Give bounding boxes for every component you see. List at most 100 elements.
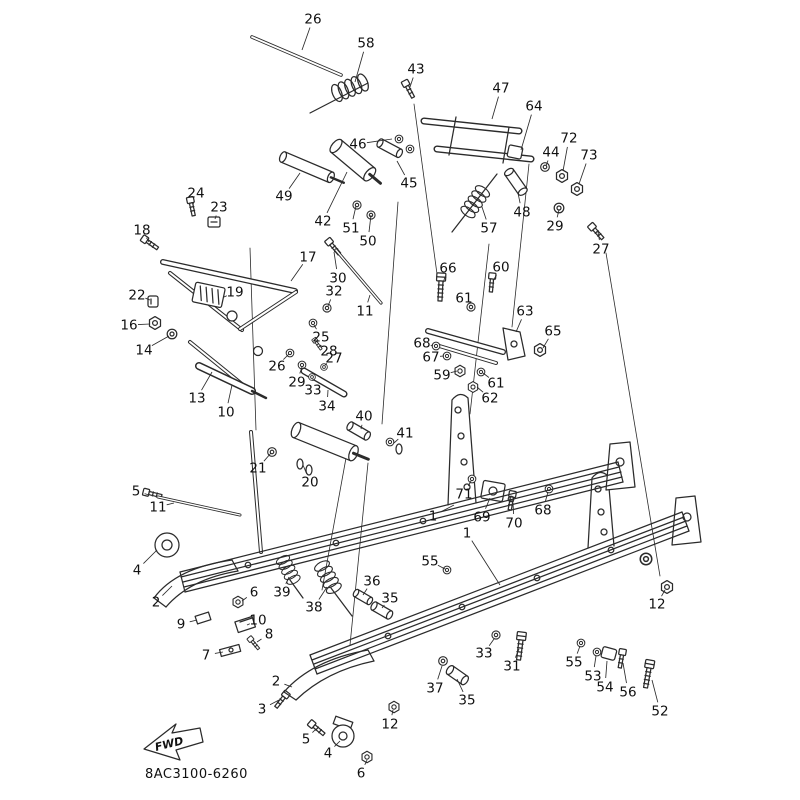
part-number-label: 3 bbox=[258, 702, 267, 718]
callout-leader-line bbox=[201, 371, 213, 391]
callout-leader-line bbox=[437, 665, 443, 680]
part-number-label: 37 bbox=[426, 681, 443, 697]
callout-leader-line bbox=[456, 678, 464, 693]
part-number-label: 20 bbox=[301, 475, 318, 491]
part-number-label: 71 bbox=[455, 487, 472, 503]
part-number-label: 19 bbox=[226, 285, 243, 301]
bolt-60 bbox=[486, 272, 497, 293]
callout-leader-line bbox=[381, 604, 385, 609]
part-number-label: 39 bbox=[273, 585, 290, 601]
bolt-43 bbox=[400, 78, 417, 100]
part-number-label: 64 bbox=[525, 99, 542, 115]
callout-leader-line bbox=[319, 344, 322, 347]
nut-6 bbox=[232, 595, 244, 609]
callout-leader-line bbox=[192, 201, 195, 206]
callout-leader-line bbox=[651, 679, 659, 703]
part-number-label: 67 bbox=[422, 350, 439, 366]
shock-absorber-42 bbox=[329, 138, 382, 185]
washer-55b bbox=[576, 638, 586, 648]
callout-leader-line bbox=[301, 27, 311, 51]
stopper-band-rod-26 bbox=[250, 35, 343, 77]
nut-12b bbox=[388, 700, 400, 714]
part-number-label: 34 bbox=[318, 399, 335, 415]
part-number-label: 57 bbox=[480, 221, 497, 237]
callout-leader-line bbox=[492, 274, 497, 282]
part-number-label: 55 bbox=[565, 655, 582, 671]
part-number-label: 11 bbox=[356, 304, 373, 320]
callout-leader-line bbox=[515, 648, 520, 658]
callout-leader-line bbox=[482, 372, 490, 378]
part-number-label: 6 bbox=[357, 766, 366, 782]
bolt-27 bbox=[586, 221, 606, 242]
part-number-label: 60 bbox=[492, 260, 509, 276]
guide-bracket-69 bbox=[480, 479, 506, 503]
washer-53 bbox=[592, 647, 602, 657]
callout-leader-line bbox=[520, 114, 532, 151]
callout-leader-line bbox=[437, 564, 446, 570]
part-number-label: 14 bbox=[135, 343, 152, 359]
part-number-label: 38 bbox=[305, 600, 322, 616]
callout-leader-line bbox=[284, 683, 293, 688]
part-number-label: 9 bbox=[177, 617, 186, 633]
callout-leader-line bbox=[327, 299, 332, 307]
part-number-label: 27 bbox=[325, 351, 342, 367]
part-number-label: 41 bbox=[396, 426, 413, 442]
part-number-label: 35 bbox=[458, 693, 475, 709]
part-number-label: 24 bbox=[187, 186, 204, 202]
callout-leader-line bbox=[430, 344, 434, 347]
part-number-label: 2 bbox=[152, 595, 161, 611]
callout-leader-line bbox=[151, 335, 170, 346]
serrated-cam-19 bbox=[191, 281, 226, 309]
nut-12 bbox=[660, 579, 674, 595]
callout-leader-line bbox=[488, 638, 495, 646]
part-number-label: 46 bbox=[349, 137, 366, 153]
callout-leader-line bbox=[354, 51, 365, 83]
washer-71 bbox=[467, 474, 477, 484]
part-number-label: 63 bbox=[516, 304, 533, 320]
callout-leader-line bbox=[368, 214, 372, 233]
part-number-label: 51 bbox=[342, 221, 359, 237]
part-number-label: 17 bbox=[299, 250, 316, 266]
callout-leader-line bbox=[556, 209, 560, 218]
callout-leader-line bbox=[393, 438, 399, 444]
bushing-64 bbox=[506, 144, 524, 160]
nut-16 bbox=[148, 315, 162, 331]
callout-leader-line bbox=[476, 386, 484, 393]
callout-leader-line bbox=[333, 251, 338, 270]
callout-leader-line bbox=[256, 638, 262, 643]
support-rod bbox=[249, 430, 263, 554]
part-number-label: 26 bbox=[304, 12, 321, 28]
part-number-label: 70 bbox=[505, 516, 522, 532]
washer-46 bbox=[394, 134, 404, 144]
washer-67 bbox=[442, 351, 452, 361]
part-number-label: 31 bbox=[503, 659, 520, 675]
rear-pivot-arm-63 bbox=[425, 327, 526, 365]
callout-leader-line bbox=[214, 215, 217, 220]
callout-leader-line bbox=[362, 588, 368, 596]
part-number-label: 13 bbox=[188, 391, 205, 407]
part-number-label: 29 bbox=[288, 375, 305, 391]
callout-leader-line bbox=[360, 424, 363, 430]
part-number-label: 22 bbox=[128, 288, 145, 304]
callout-leader-line bbox=[326, 171, 348, 214]
part-number-label: 30 bbox=[329, 271, 346, 287]
part-number-label: 65 bbox=[544, 324, 561, 340]
washer-61b bbox=[476, 367, 486, 377]
hook-spring-58 bbox=[309, 71, 372, 114]
part-number-label: 16 bbox=[120, 318, 137, 334]
diagram-code: 8AC3100-6260 bbox=[145, 767, 248, 782]
torsion-spring-39 bbox=[274, 552, 304, 599]
part-number-label: 12 bbox=[381, 717, 398, 733]
washer-14 bbox=[166, 328, 178, 340]
ring-41b bbox=[395, 443, 403, 455]
callout-leader-line bbox=[593, 655, 597, 668]
callout-leader-line bbox=[544, 491, 549, 502]
part-number-label: 10 bbox=[217, 405, 234, 421]
callout-leader-line bbox=[391, 709, 394, 716]
callout-leader-line bbox=[137, 323, 151, 326]
collar-36 bbox=[352, 588, 374, 606]
callout-leader-line bbox=[562, 146, 568, 172]
part-number-label: 8 bbox=[265, 627, 274, 643]
washer-46b bbox=[405, 144, 415, 154]
